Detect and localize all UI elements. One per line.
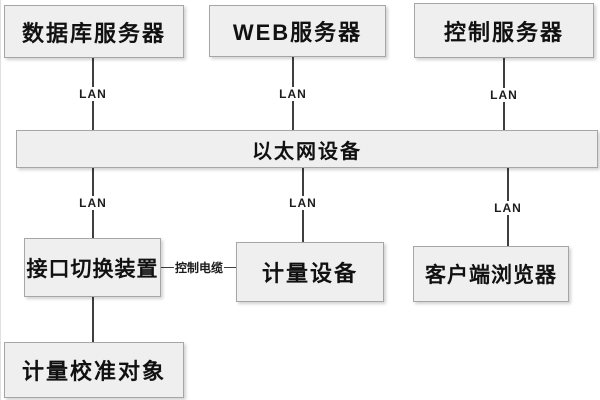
control-cable-label: 控制电缆 <box>173 261 225 275</box>
node-client-browser: 客户端浏览器 <box>413 246 569 302</box>
node-interface-switch: 接口切换装置 <box>24 238 161 297</box>
lan-label-client: LAN <box>492 201 524 215</box>
lan-label-db: LAN <box>77 87 109 101</box>
node-database-server: 数据库服务器 <box>4 5 184 58</box>
node-control-server: 控制服务器 <box>414 3 594 58</box>
lan-label-ctrl: LAN <box>488 88 520 102</box>
node-ethernet-device: 以太网设备 <box>16 130 598 168</box>
node-calibration-object: 计量校准对象 <box>4 342 184 398</box>
lan-label-web: LAN <box>277 87 309 101</box>
lan-label-switch: LAN <box>77 196 109 210</box>
node-web-server: WEB服务器 <box>209 5 386 57</box>
edge-switch-to-calibration <box>92 297 94 342</box>
node-metering-device: 计量设备 <box>236 242 384 302</box>
lan-label-meter: LAN <box>287 196 319 210</box>
